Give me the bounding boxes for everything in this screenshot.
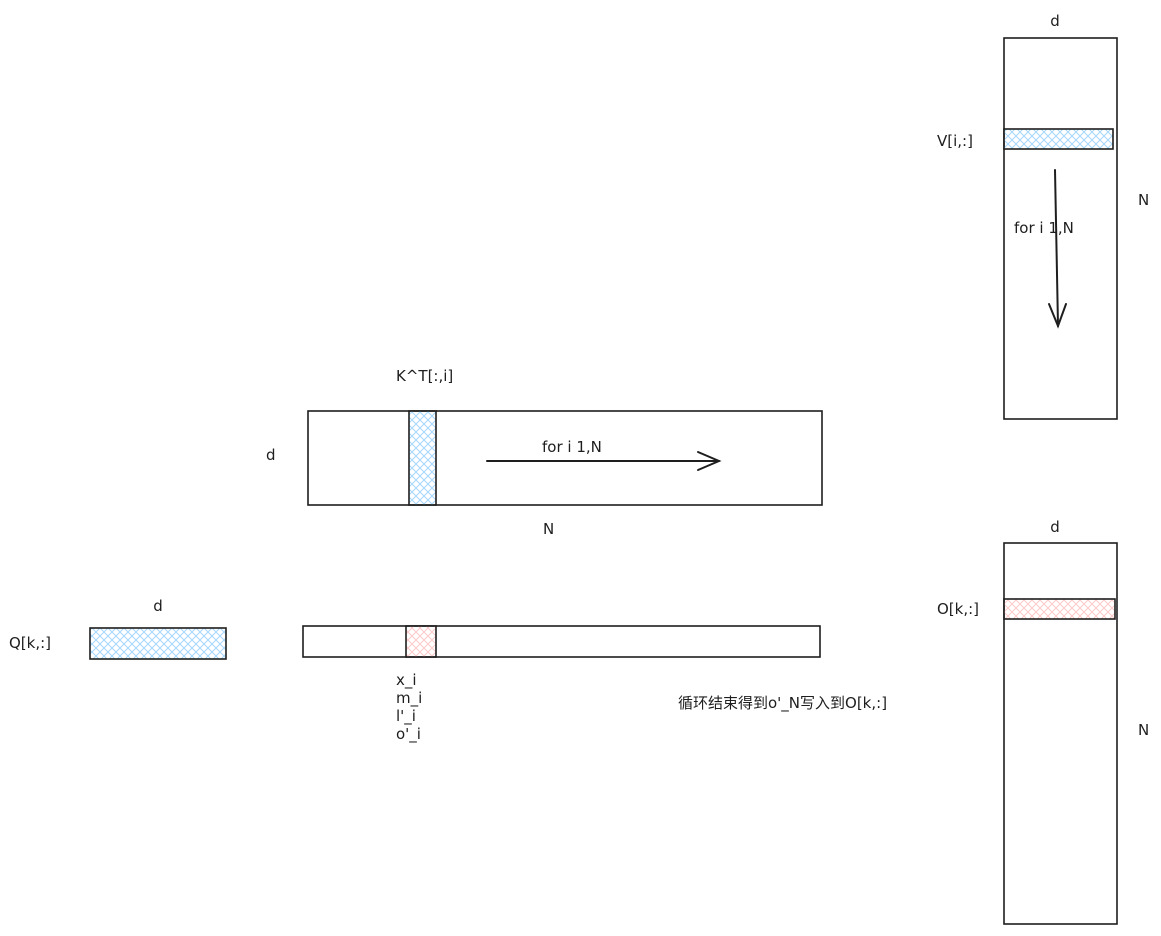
k-height-label: d — [266, 446, 276, 464]
o-matrix: d O[k,:] N — [937, 518, 1149, 925]
score-annotation-l: l'_i — [396, 707, 416, 726]
result-note: 循环结束得到o'_N写入到O[k,:] — [678, 694, 887, 713]
k-loop-label: for i 1,N — [542, 438, 602, 456]
q-vector-box — [89, 627, 227, 660]
q-width-label: d — [153, 597, 163, 615]
v-loop-arrow — [1054, 169, 1059, 327]
v-matrix-box — [1003, 37, 1118, 420]
o-width-label: d — [1050, 518, 1060, 536]
score-vector: x_i m_i l'_i o'_i — [302, 625, 821, 744]
v-loop-arrowhead — [1048, 303, 1067, 329]
o-row-highlight — [1003, 598, 1116, 620]
k-col-label: K^T[:,i] — [396, 367, 453, 385]
score-annotation-m: m_i — [396, 689, 422, 708]
k-col-highlight — [408, 410, 437, 506]
v-row-label: V[i,:] — [937, 132, 973, 150]
v-height-label: N — [1138, 191, 1149, 209]
score-vector-box — [302, 625, 821, 658]
score-annotation-o: o'_i — [396, 725, 421, 744]
v-width-label: d — [1050, 12, 1060, 30]
k-matrix-box — [307, 410, 823, 506]
q-label: Q[k,:] — [9, 634, 51, 652]
v-loop-label: for i 1,N — [1014, 219, 1074, 237]
k-width-label: N — [543, 520, 554, 538]
score-annotation-x: x_i — [396, 671, 417, 690]
k-loop-arrowhead — [697, 451, 722, 471]
k-matrix: K^T[:,i] d for i 1,N N — [266, 367, 823, 538]
v-row-highlight — [1003, 128, 1114, 150]
o-row-label: O[k,:] — [937, 600, 979, 618]
o-height-label: N — [1138, 721, 1149, 739]
q-vector: d Q[k,:] — [9, 597, 227, 660]
score-cell-highlight — [405, 625, 437, 658]
v-matrix: d V[i,:] N for i 1,N — [937, 12, 1149, 420]
